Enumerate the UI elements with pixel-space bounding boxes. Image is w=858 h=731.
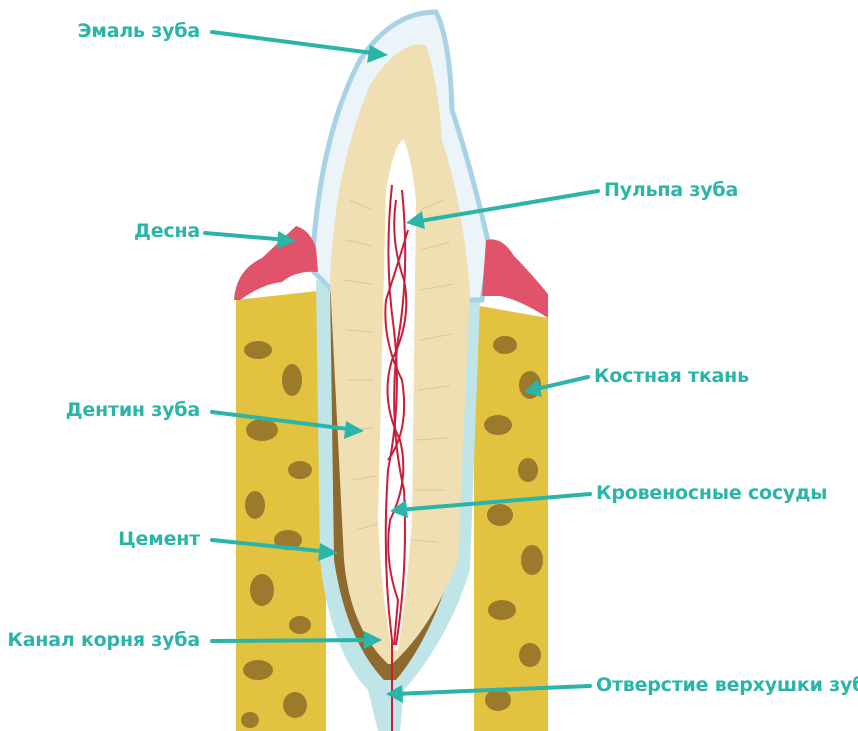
label-vessels: Кровеносные сосуды [596, 484, 827, 503]
bone-tissue-right [474, 305, 548, 731]
label-pulp: Пульпа зуба [604, 181, 738, 200]
root-canal-leader [212, 640, 374, 641]
label-cement: Цемент [118, 530, 200, 549]
gum-leader [205, 233, 288, 240]
label-enamel: Эмаль зуба [78, 22, 200, 41]
label-dentin: Дентин зуба [66, 401, 200, 420]
label-gum: Десна [134, 222, 200, 241]
label-bone: Костная ткань [594, 367, 749, 386]
bone-tissue-left [236, 290, 326, 731]
enamel-leader [212, 32, 380, 54]
gum-right [482, 239, 548, 318]
label-apex-opening: Отверстие верхушки зуба [596, 676, 858, 695]
label-root-canal: Канал корня зуба [7, 631, 200, 650]
